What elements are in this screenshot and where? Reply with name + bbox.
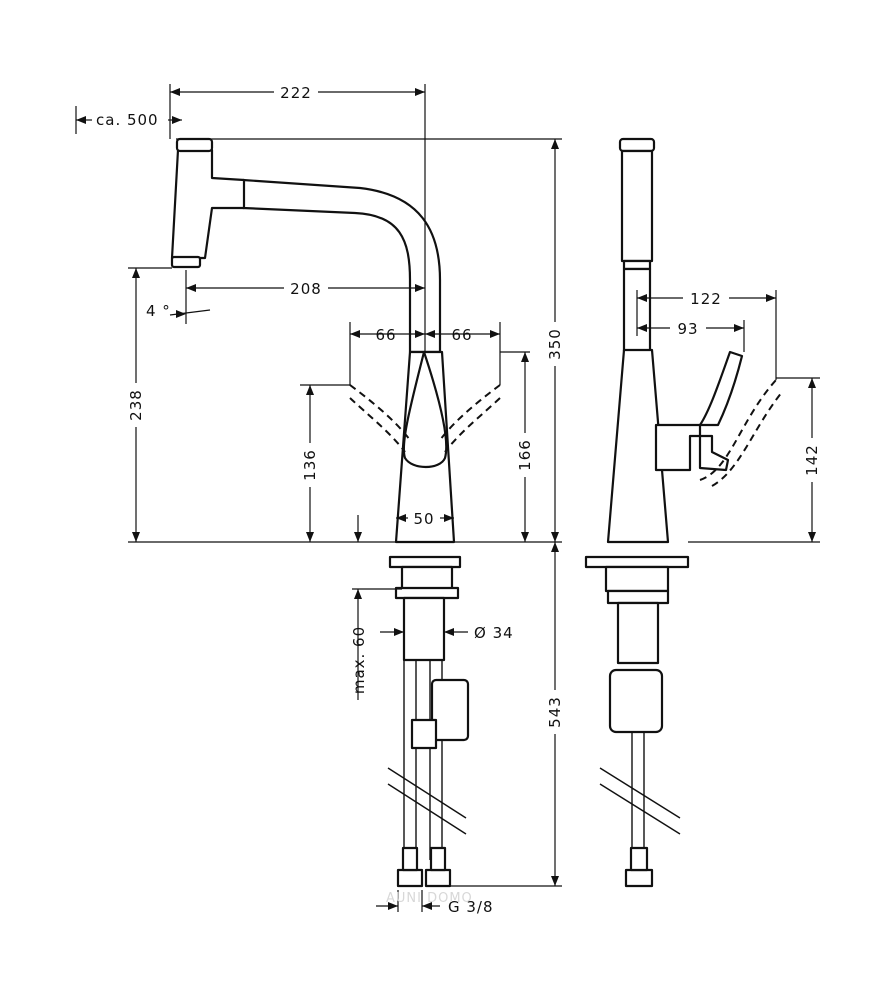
dimension-labels: 222 ca. 500 208 4 ° 66 66 350 238 136 16… xyxy=(96,83,821,916)
side-spray-outlet xyxy=(622,259,652,271)
side-shank xyxy=(616,601,660,665)
front-view xyxy=(170,137,501,888)
label-50: 50 xyxy=(413,510,434,528)
label-122: 122 xyxy=(690,290,722,308)
front-fitting-left-neck xyxy=(401,846,419,872)
front-hose-weight xyxy=(430,678,470,742)
label-142: 142 xyxy=(803,444,821,476)
side-break-line-2 xyxy=(599,783,681,835)
side-hose-weight xyxy=(608,668,664,734)
side-spray-cap xyxy=(618,137,656,153)
front-spout xyxy=(241,178,442,354)
label-66-left: 66 xyxy=(375,326,396,344)
label-166: 166 xyxy=(516,439,534,471)
label-222: 222 xyxy=(280,84,312,102)
label-208: 208 xyxy=(290,280,322,298)
label-diameter-34: Ø 34 xyxy=(474,624,514,642)
front-nut xyxy=(394,586,460,600)
side-nut xyxy=(606,589,670,605)
side-base-ring xyxy=(604,565,670,593)
front-break-line-2 xyxy=(387,783,467,835)
front-spray-cap xyxy=(175,137,214,153)
front-break-line-1 xyxy=(387,767,467,819)
label-238: 238 xyxy=(127,389,145,421)
label-g-3-8: G 3/8 xyxy=(448,898,494,916)
label-93: 93 xyxy=(677,320,698,338)
watermark: AUNI DOMO xyxy=(386,891,473,906)
front-fitting-right-neck xyxy=(429,846,447,872)
side-lever xyxy=(654,350,744,472)
side-body xyxy=(606,348,670,544)
label-66-right: 66 xyxy=(451,326,472,344)
side-break-line-1 xyxy=(599,767,681,819)
front-spray-outlet xyxy=(170,255,202,269)
side-view xyxy=(584,137,783,888)
front-shank xyxy=(402,596,446,662)
side-fitting-neck xyxy=(629,846,649,872)
side-lever-raised-position-2 xyxy=(711,391,783,487)
side-spray-head xyxy=(620,149,654,263)
side-lever-raised-position xyxy=(699,379,777,481)
side-fitting xyxy=(624,868,654,888)
front-base-ring xyxy=(400,565,454,591)
front-lever xyxy=(402,350,448,469)
front-base-plate xyxy=(388,555,462,569)
front-fitting-left xyxy=(396,868,424,888)
front-lever-right-position-2 xyxy=(444,397,501,453)
label-350: 350 xyxy=(546,328,564,360)
extension-lines xyxy=(128,84,820,912)
label-max-60: max. 60 xyxy=(350,626,368,694)
label-ca-500: ca. 500 xyxy=(96,111,159,129)
label-4-deg: 4 ° xyxy=(146,302,171,320)
front-spray-head xyxy=(170,148,246,260)
label-136: 136 xyxy=(301,449,319,481)
front-hose-clip xyxy=(410,718,438,750)
side-base-plate xyxy=(584,555,690,569)
front-lever-left-position-2 xyxy=(349,397,406,453)
front-fitting-right xyxy=(424,868,452,888)
label-543: 543 xyxy=(546,696,564,728)
front-lever-left-position xyxy=(349,384,411,441)
front-lever-right-position xyxy=(439,384,501,441)
